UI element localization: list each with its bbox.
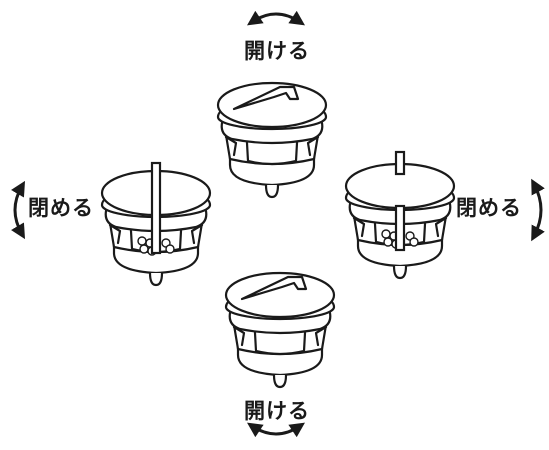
label-close-left: 閉める	[28, 196, 94, 220]
label-open-top: 開ける	[244, 39, 310, 63]
valve-right	[344, 150, 456, 280]
label-open-bottom: 開ける	[244, 399, 310, 423]
valve-top	[216, 81, 328, 199]
double-arrow-icon	[247, 422, 305, 438]
label-close-right: 閉める	[456, 196, 522, 220]
valve-left	[100, 161, 212, 287]
double-arrow-icon	[247, 10, 305, 26]
double-arrow-icon	[531, 178, 545, 242]
double-arrow-icon	[10, 180, 26, 240]
valve-bottom	[224, 271, 336, 389]
